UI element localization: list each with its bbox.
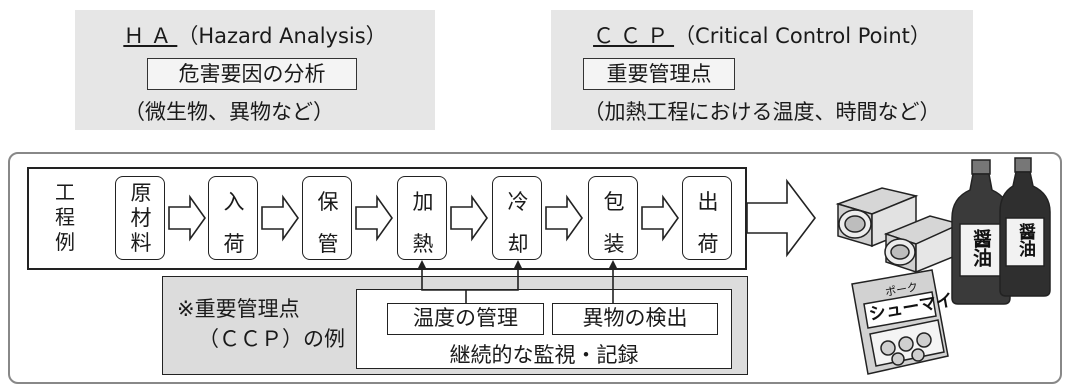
flow-arrow-icon — [450, 194, 488, 242]
ccp-examples: （加熱工程における温度、時間など） — [583, 100, 941, 124]
step-cooling: 冷却 — [492, 176, 542, 260]
ccp-term: 重要管理点 — [583, 58, 735, 90]
foreign-matter-detection-box: 異物の検出 — [552, 303, 718, 335]
ccp-full-name: （Critical Control Point） — [674, 24, 931, 48]
soy-sauce-label-2: 醤油 — [1015, 222, 1036, 258]
continuous-monitoring-text: 継続的な監視・記録 — [449, 343, 639, 367]
shumai-tag: ポーク — [884, 280, 919, 299]
output-arrow-icon — [746, 178, 817, 258]
step-raw-materials: 原材料 — [115, 176, 165, 260]
hazard-analysis-examples: （微生物、異物など） — [124, 100, 334, 124]
process-row-label: 工程例 — [55, 180, 75, 254]
step-packaging: 包装 — [588, 176, 638, 260]
hazard-analysis-box: ＨＡ（Hazard Analysis） 危害要因の分析 （微生物、異物など） — [75, 10, 435, 130]
temperature-control-box: 温度の管理 — [387, 303, 544, 335]
ccp-example-label-line2: （ＣＣＰ）の例 — [198, 327, 345, 351]
wrapped-food-icon — [835, 187, 963, 274]
ccp-definition-box: ＣＣＰ（Critical Control Point） 重要管理点 （加熱工程に… — [551, 10, 973, 130]
soy-sauce-label: 醤油 — [970, 228, 992, 267]
shumai-package-icon — [851, 269, 949, 375]
connector-arrowhead-icon — [609, 260, 617, 268]
hazard-analysis-abbr: ＨＡ — [123, 24, 178, 48]
hazard-analysis-term: 危害要因の分析 — [147, 58, 357, 90]
flow-arrow-icon — [545, 194, 583, 242]
connector-arrowhead-icon — [418, 260, 426, 268]
flow-arrow-icon — [641, 194, 679, 242]
ccp-abbr: ＣＣＰ — [593, 24, 675, 48]
step-shipping: 出荷 — [682, 176, 732, 260]
ccp-definition-title: ＣＣＰ（Critical Control Point） — [551, 20, 973, 50]
flow-arrow-icon — [261, 194, 299, 242]
step-storage: 保管 — [302, 176, 352, 260]
hazard-analysis-full-name: （Hazard Analysis） — [177, 24, 387, 48]
ccp-example-label-line1: ※重要管理点 — [177, 297, 300, 321]
flow-arrow-icon — [355, 194, 393, 242]
soy-sauce-bottle-icon — [951, 157, 1051, 305]
step-heating: 加熱 — [397, 176, 447, 260]
products-illustration: 醤油 醤油 ポーク シューマイ — [835, 157, 1051, 375]
flow-arrow-icon — [168, 194, 206, 242]
step-receiving: 入荷 — [208, 176, 258, 260]
hazard-analysis-title: ＨＡ（Hazard Analysis） — [75, 20, 435, 50]
connector-arrowhead-icon — [514, 260, 522, 268]
